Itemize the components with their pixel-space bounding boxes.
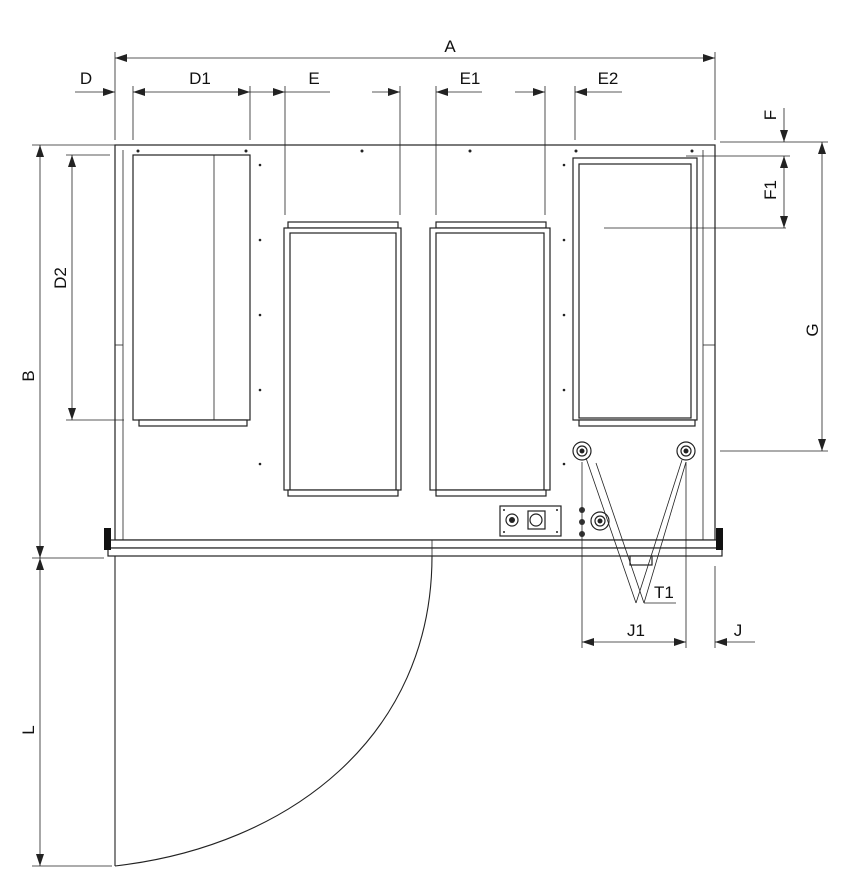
pipe-connection-right bbox=[676, 441, 696, 461]
pipe-connection-left bbox=[572, 441, 592, 461]
label-E: E bbox=[308, 69, 319, 88]
label-L: L bbox=[19, 725, 38, 734]
right-hinge bbox=[716, 528, 723, 550]
panel-2 bbox=[283, 221, 402, 497]
panel-3 bbox=[429, 221, 551, 497]
base-drain-box bbox=[629, 555, 653, 566]
base-rail bbox=[107, 547, 723, 557]
label-D2: D2 bbox=[51, 267, 70, 289]
label-A: A bbox=[444, 37, 456, 56]
panel-4 bbox=[572, 157, 786, 427]
label-T1: T1 bbox=[654, 583, 674, 602]
label-J1: J1 bbox=[627, 621, 645, 640]
control-panel bbox=[499, 505, 562, 537]
label-D: D bbox=[80, 69, 92, 88]
left-hinge bbox=[104, 528, 111, 550]
dimension-lines bbox=[36, 54, 826, 866]
label-F: F bbox=[761, 110, 780, 120]
label-E1: E1 bbox=[460, 69, 481, 88]
pipe-connection-lower bbox=[590, 511, 610, 531]
fixing-dots bbox=[136, 149, 694, 466]
label-D1: D1 bbox=[189, 69, 211, 88]
label-E2: E2 bbox=[598, 69, 619, 88]
panel-1 bbox=[132, 154, 251, 427]
label-B: B bbox=[19, 370, 38, 381]
base-strip bbox=[107, 539, 723, 549]
dimension-labels: A D D1 E E1 E2 T1 J1 J B L D2 F F1 G bbox=[19, 37, 822, 735]
label-F1: F1 bbox=[761, 180, 780, 200]
label-J: J bbox=[734, 621, 743, 640]
door-swing bbox=[114, 540, 433, 867]
label-G: G bbox=[803, 323, 822, 336]
